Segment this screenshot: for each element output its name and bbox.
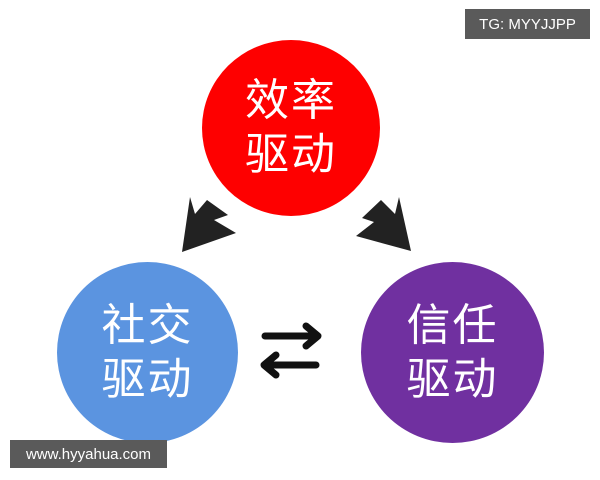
node-label-line2: 驱动 [101, 353, 194, 405]
node-label-line1: 社交 [101, 299, 194, 351]
watermark-top-right: TG: MYYJJPP [465, 9, 590, 39]
node-efficiency-driven: 效率 驱动 [202, 40, 380, 216]
watermark-bottom-left: www.hyyahua.com [10, 440, 167, 468]
node-social-driven: 社交 驱动 [57, 262, 238, 443]
node-trust-driven: 信任 驱动 [361, 262, 544, 443]
arrow-to-social-icon [182, 197, 236, 252]
node-label-line2: 驱动 [406, 353, 499, 405]
bidirectional-arrows-icon [260, 322, 322, 379]
arrow-to-trust-icon [356, 197, 411, 251]
node-label-line1: 效率 [245, 75, 337, 126]
node-label-line1: 信任 [406, 299, 499, 351]
node-label-line2: 驱动 [245, 129, 337, 180]
